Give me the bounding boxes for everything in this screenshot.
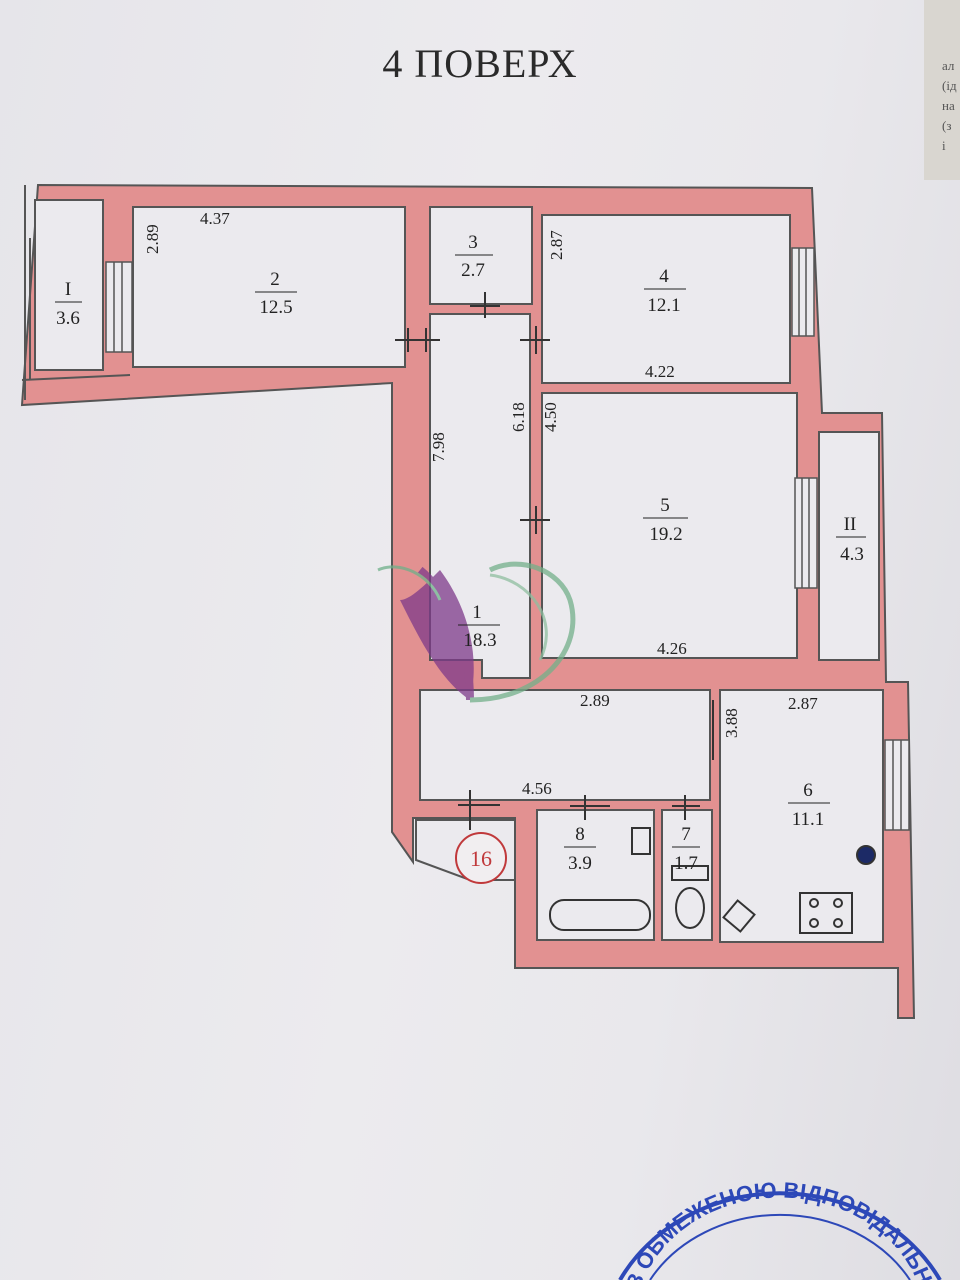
svg-text:I: I <box>65 279 71 300</box>
room-8-floor <box>536 809 655 941</box>
dimension-labels: 4.37 2.89 2.87 4.22 7.98 6.18 4.50 4.26 … <box>143 209 818 798</box>
room-label-3: 3 2.7 <box>455 232 493 281</box>
room-7-floor <box>661 809 713 941</box>
door-marks <box>395 292 714 830</box>
room-1-floor <box>429 313 531 679</box>
room-interiors <box>34 199 884 943</box>
windows <box>105 247 910 831</box>
boiler <box>856 845 876 865</box>
dim-room5-width: 4.26 <box>657 639 687 658</box>
svg-text:6: 6 <box>803 780 813 801</box>
svg-text:2: 2 <box>270 269 280 290</box>
dim-corridor-width: 2.89 <box>580 691 610 710</box>
edge-text-5: і <box>942 138 946 153</box>
dim-room2-width: 4.37 <box>200 209 230 228</box>
bathtub <box>549 899 651 931</box>
room-2-floor <box>132 206 406 368</box>
room-4-floor <box>541 214 791 384</box>
svg-text:16: 16 <box>470 846 492 871</box>
svg-text:3.6: 3.6 <box>56 308 80 329</box>
svg-text:5: 5 <box>660 495 670 516</box>
svg-text:2.7: 2.7 <box>461 260 485 281</box>
svg-text:II: II <box>844 514 857 535</box>
sink <box>631 827 651 855</box>
svg-text:3: 3 <box>468 232 478 253</box>
room-label-II: II 4.3 <box>836 514 866 565</box>
dim-hall-length: 7.98 <box>429 432 448 462</box>
dim-room6-depth: 3.88 <box>722 708 741 738</box>
toilet-bowl <box>675 887 705 929</box>
svg-text:1.7: 1.7 <box>674 853 698 874</box>
svg-text:4.3: 4.3 <box>840 544 864 565</box>
svg-text:1: 1 <box>472 602 482 623</box>
toilet-tank <box>671 865 709 881</box>
edge-text-3: на <box>942 98 955 113</box>
room-6-floor <box>719 689 884 943</box>
dim-room4-depth: 2.87 <box>547 230 566 260</box>
svg-text:11.1: 11.1 <box>792 809 825 830</box>
room-label-2: 2 12.5 <box>255 269 297 318</box>
fixtures <box>549 827 876 934</box>
corridor-floor <box>419 689 711 801</box>
room-label-7: 7 1.7 <box>672 824 700 874</box>
svg-text:7: 7 <box>681 824 691 845</box>
room-label-6: 6 11.1 <box>788 780 830 830</box>
edge-text-2: (ід <box>942 78 957 93</box>
room-label-1: 1 18.3 <box>458 602 500 651</box>
svg-text:18.3: 18.3 <box>463 630 496 651</box>
room-I-floor <box>34 199 104 371</box>
dim-room6-width: 2.87 <box>788 694 818 713</box>
balcony-I-outline <box>21 185 131 400</box>
room-label-5: 5 19.2 <box>643 495 688 545</box>
stove <box>799 892 853 934</box>
svg-text:8: 8 <box>575 824 585 845</box>
svg-text:12.1: 12.1 <box>647 295 680 316</box>
adjacent-sheet-edge: ал (ід на (з і <box>924 0 960 180</box>
room-II-floor <box>818 431 880 661</box>
dim-corridor-length: 6.18 <box>509 402 528 432</box>
dim-room2-depth: 2.89 <box>143 224 162 254</box>
svg-text:19.2: 19.2 <box>649 524 682 545</box>
dim-room4-width: 4.22 <box>645 362 675 381</box>
edge-text-4: (з <box>942 118 952 133</box>
svg-text:3.9: 3.9 <box>568 853 592 874</box>
room-label-4: 4 12.1 <box>644 266 686 316</box>
room-5-floor <box>541 392 798 659</box>
room-label-I: I 3.6 <box>55 279 82 329</box>
svg-text:12.5: 12.5 <box>259 297 292 318</box>
apartment-number-marker: 16 <box>455 832 507 884</box>
room-labels: I 3.6 2 12.5 3 2.7 4 12.1 5 19.2 II 4.3 <box>55 232 866 874</box>
svg-text:4: 4 <box>659 266 669 287</box>
floor-title: 4 ПОВЕРХ <box>382 41 578 86</box>
dim-room5-depth: 4.50 <box>541 402 560 432</box>
room-label-8: 8 3.9 <box>564 824 596 874</box>
edge-text-1: ал <box>942 58 955 73</box>
kitchen-sink <box>722 899 756 933</box>
watermark-logo <box>377 561 576 703</box>
dim-bath-width: 4.56 <box>522 779 552 798</box>
